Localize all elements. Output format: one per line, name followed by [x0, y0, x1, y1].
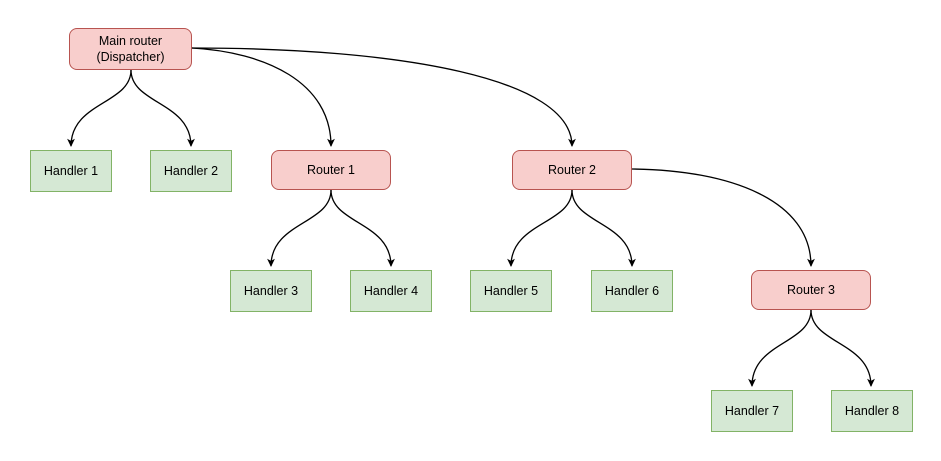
- node-handler-8[interactable]: Handler 8: [831, 390, 913, 432]
- edge-router-1-to-handler-4: [330, 189, 395, 268]
- node-label-router-2: Router 2: [548, 163, 596, 177]
- node-router-2[interactable]: Router 2: [512, 150, 632, 190]
- node-label-router-1: Router 1: [307, 163, 355, 177]
- node-label-handler-3: Handler 3: [243, 284, 299, 298]
- node-handler-1[interactable]: Handler 1: [30, 150, 112, 192]
- node-label-handler-2: Handler 2: [163, 164, 219, 178]
- edge-router-1-to-handler-3: [267, 189, 332, 268]
- node-label-main-router: Main router (Dispatcher): [96, 34, 165, 64]
- node-router-3[interactable]: Router 3: [751, 270, 871, 310]
- edge-main-to-handler-2: [130, 69, 195, 148]
- node-label-handler-8: Handler 8: [844, 404, 900, 418]
- edge-router-3-to-handler-7: [748, 309, 812, 388]
- node-label-handler-4: Handler 4: [363, 284, 419, 298]
- node-main-router[interactable]: Main router (Dispatcher): [69, 28, 192, 70]
- edge-router-3-to-handler-8: [810, 309, 875, 388]
- node-router-1[interactable]: Router 1: [271, 150, 391, 190]
- node-label-handler-5: Handler 5: [483, 284, 539, 298]
- edge-main-to-handler-1: [67, 69, 132, 148]
- node-handler-4[interactable]: Handler 4: [350, 270, 432, 312]
- edge-main-to-router-1: [191, 47, 335, 148]
- edge-router-2-to-handler-6: [571, 189, 636, 268]
- node-label-handler-1: Handler 1: [43, 164, 99, 178]
- node-label-router-3: Router 3: [787, 283, 835, 297]
- node-label-handler-7: Handler 7: [724, 404, 780, 418]
- edge-router-2-to-router-3: [631, 168, 815, 268]
- node-handler-6[interactable]: Handler 6: [591, 270, 673, 312]
- node-handler-2[interactable]: Handler 2: [150, 150, 232, 192]
- node-handler-5[interactable]: Handler 5: [470, 270, 552, 312]
- node-handler-3[interactable]: Handler 3: [230, 270, 312, 312]
- node-handler-7[interactable]: Handler 7: [711, 390, 793, 432]
- node-label-handler-6: Handler 6: [604, 284, 660, 298]
- edge-router-2-to-handler-5: [507, 189, 573, 268]
- edge-main-to-router-2: [191, 47, 576, 148]
